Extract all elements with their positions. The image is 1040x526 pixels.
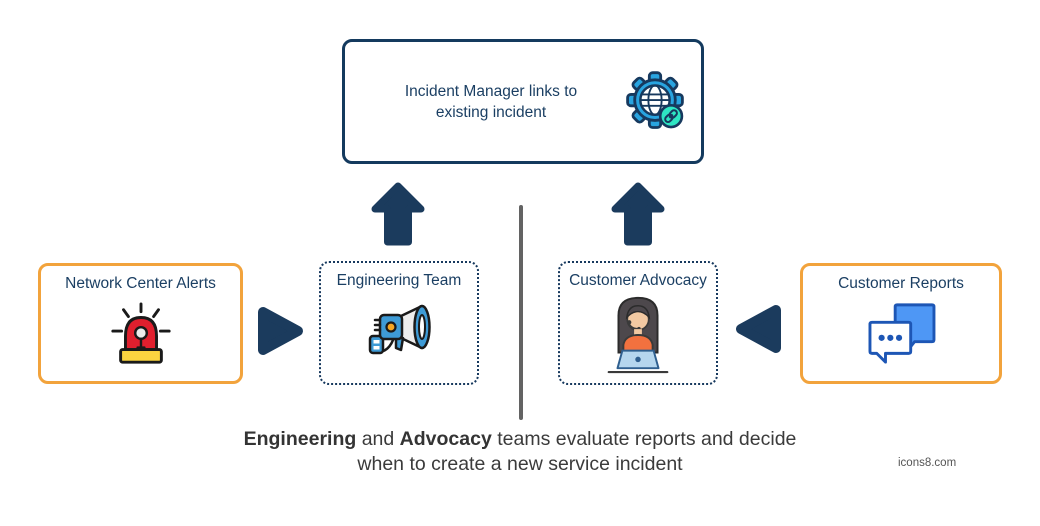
customer-advocacy-label: Customer Advocacy bbox=[569, 272, 707, 289]
chat-bubbles-icon bbox=[868, 303, 936, 364]
icons8-watermark: icons8.com bbox=[898, 457, 957, 469]
caption-line2: when to create a new service incident bbox=[357, 453, 683, 475]
up-arrow-advocacy bbox=[611, 182, 665, 246]
siren-icon bbox=[110, 302, 171, 364]
right-arrow bbox=[258, 307, 303, 355]
left-arrow bbox=[736, 305, 781, 353]
caption-mid: and bbox=[356, 428, 400, 450]
caption-rest: teams evaluate reports and decide bbox=[491, 428, 797, 450]
megaphone-icon bbox=[368, 304, 431, 355]
support-agent-icon bbox=[607, 296, 669, 374]
caption-bold-advocacy: Advocacy bbox=[399, 428, 492, 450]
customer-reports-label: Customer Reports bbox=[838, 275, 964, 292]
caption: Engineering and Advocacy teams evaluate … bbox=[0, 427, 1040, 477]
caption-bold-engineering: Engineering bbox=[243, 428, 357, 450]
network-center-alerts-box: Network Center Alerts bbox=[38, 263, 243, 384]
up-arrow-engineering bbox=[371, 182, 425, 246]
incident-manager-label: Incident Manager links to existing incid… bbox=[361, 81, 621, 123]
engineering-team-label: Engineering Team bbox=[336, 272, 462, 289]
vertical-divider bbox=[519, 205, 523, 420]
incident-manager-box: Incident Manager links to existing incid… bbox=[342, 39, 704, 164]
incident-manager-label-line2: existing incident bbox=[435, 103, 547, 121]
incident-manager-label-line1: Incident Manager links to bbox=[404, 82, 578, 100]
caption-line1: Engineering and Advocacy teams evaluate … bbox=[0, 427, 1040, 452]
network-center-alerts-label: Network Center Alerts bbox=[65, 275, 216, 292]
engineering-team-box: Engineering Team bbox=[319, 261, 479, 385]
customer-advocacy-box: Customer Advocacy bbox=[558, 261, 718, 385]
customer-reports-box: Customer Reports bbox=[800, 263, 1002, 384]
gear-globe-link-icon bbox=[626, 70, 684, 129]
